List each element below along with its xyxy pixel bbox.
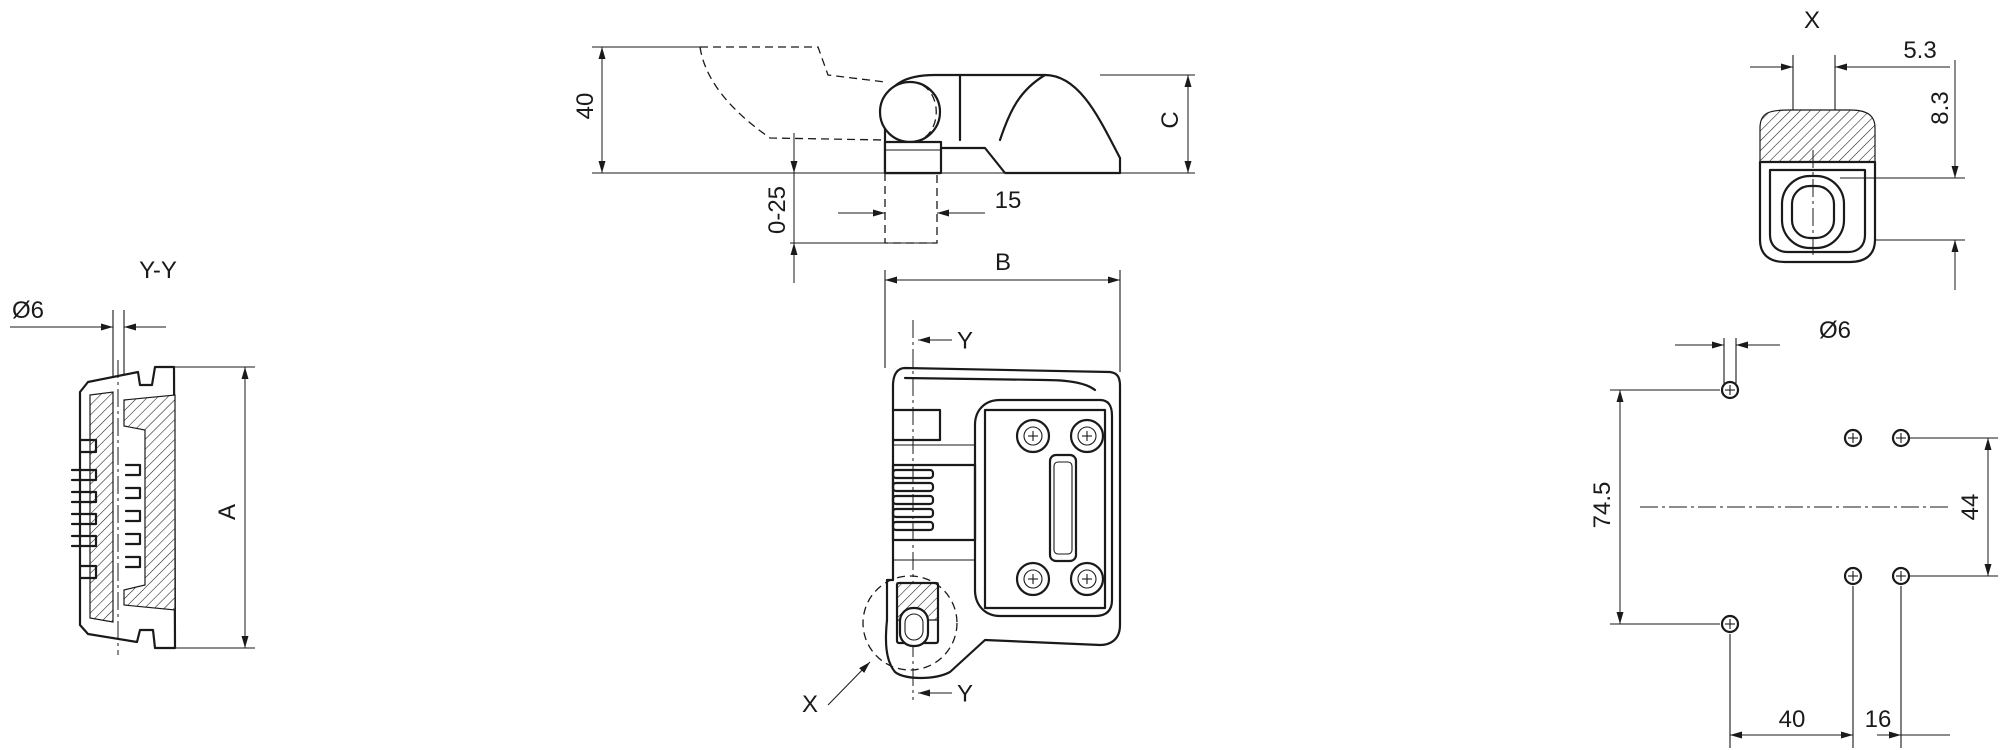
front-section-mark-bottom: Y <box>957 680 973 707</box>
detail-view-x: X 5.3 8.3 <box>1750 7 1965 290</box>
detail-height-dimension: 8.3 <box>1840 60 1965 290</box>
hole-diameter-label: Ø6 <box>1819 317 1851 344</box>
detail-hatched-top <box>1759 109 1876 163</box>
mounting-holes <box>1720 380 1911 634</box>
side-open-position-outline <box>699 46 886 141</box>
detail-height-label: 8.3 <box>1927 91 1954 124</box>
hole-vertical-inner-label: 44 <box>1957 494 1984 521</box>
section-view-title: Y-Y <box>139 257 177 284</box>
side-height-dimension: 40 <box>572 47 606 173</box>
hole-vertical-inner-dimension: 44 <box>1910 437 1998 577</box>
front-width-label: B <box>995 249 1011 276</box>
section-view-y-y: Y-Y Ø6 <box>10 257 255 655</box>
side-height-right-dimension: C <box>1157 75 1192 173</box>
side-travel-dimension: 0-25 <box>764 133 798 283</box>
front-view: B <box>802 249 1122 718</box>
section-comb-teeth <box>70 438 142 580</box>
front-section-marks: Y Y <box>918 327 973 707</box>
front-screw-holes <box>1015 418 1105 597</box>
hole-pattern: Ø6 74.5 44 <box>1589 317 1998 748</box>
hole-vertical-outer-label: 74.5 <box>1589 482 1616 529</box>
hole-vertical-outer-dimension: 74.5 <box>1589 389 1720 625</box>
section-diameter-label: Ø6 <box>12 297 44 324</box>
side-offset-dimension: 15 <box>838 187 1022 217</box>
side-offset-label: 15 <box>995 187 1022 214</box>
side-height-label: 40 <box>572 93 599 120</box>
hole-horizontal-dimensions: 40 16 <box>1729 586 1950 748</box>
front-detail-circle <box>862 575 958 671</box>
front-width-dimension: B <box>884 249 1121 372</box>
detail-width-label: 5.3 <box>1903 37 1936 64</box>
hole-diameter-dimension: Ø6 <box>1675 317 1851 385</box>
front-detail-mark: X <box>802 691 818 718</box>
front-panel-outline <box>973 398 1114 618</box>
hole-horizontal-1-label: 40 <box>1779 706 1806 733</box>
side-travel-label: 0-25 <box>764 186 791 234</box>
front-section-mark-top: Y <box>957 327 973 354</box>
side-view: 40 C 0-25 15 <box>572 46 1195 283</box>
side-height-right-label: C <box>1157 111 1184 128</box>
hole-horizontal-2-label: 16 <box>1865 706 1892 733</box>
front-center-slot <box>1048 453 1078 563</box>
front-detail-leader: X <box>802 661 871 718</box>
detail-view-title: X <box>1804 7 1820 34</box>
section-hatched-body <box>123 394 176 611</box>
section-height-dimension: A <box>175 366 255 649</box>
section-height-label: A <box>214 504 241 520</box>
